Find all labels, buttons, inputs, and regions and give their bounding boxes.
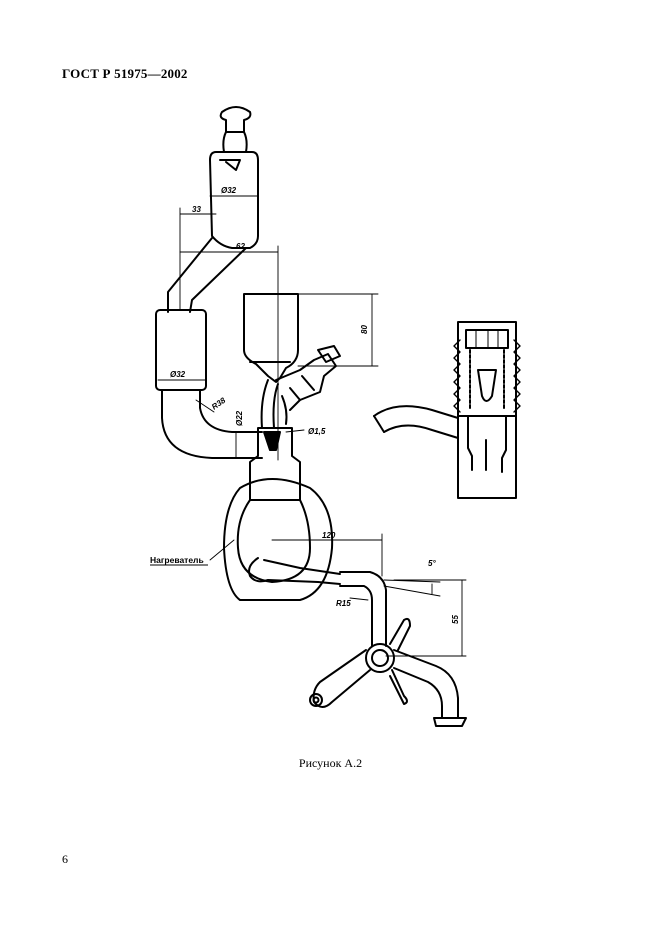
upper-vessel bbox=[243, 293, 299, 383]
figure-caption: Рисунок А.2 bbox=[298, 756, 363, 770]
curved-return-tube bbox=[161, 395, 263, 459]
upper-cylinder bbox=[209, 151, 259, 249]
heater-label: Нагреватель bbox=[150, 555, 204, 565]
dim-120: 120 bbox=[322, 531, 336, 540]
dim-80: 80 bbox=[360, 325, 369, 334]
dim-diameter-22: Ø22 bbox=[235, 410, 244, 426]
side-stopcock bbox=[275, 345, 341, 411]
outlet-tube bbox=[248, 557, 387, 647]
dim-angle-5: 5° bbox=[428, 559, 436, 568]
dimension-lines bbox=[157, 195, 467, 657]
document-header: ГОСТ Р 51975—2002 bbox=[62, 66, 188, 81]
bottom-stopcock bbox=[309, 617, 467, 727]
dim-diameter-32-top: Ø32 bbox=[221, 186, 237, 195]
page-number: 6 bbox=[62, 852, 68, 866]
dim-r15: R15 bbox=[336, 599, 351, 608]
dim-diameter-1-5: Ø1,5 bbox=[308, 427, 326, 436]
dim-62: 62 bbox=[236, 242, 245, 251]
dim-diameter-32-mid: Ø32 bbox=[170, 370, 186, 379]
flask-neck bbox=[249, 427, 301, 501]
capillary-tube bbox=[260, 379, 288, 429]
diagonal-tube bbox=[167, 237, 247, 313]
middle-cylinder bbox=[155, 309, 207, 397]
dim-r38: R38 bbox=[210, 396, 228, 412]
dim-33: 33 bbox=[192, 205, 201, 214]
round-flask bbox=[236, 499, 311, 583]
top-stopper bbox=[219, 106, 252, 153]
detail-view bbox=[373, 321, 521, 499]
dim-55: 55 bbox=[451, 615, 460, 624]
